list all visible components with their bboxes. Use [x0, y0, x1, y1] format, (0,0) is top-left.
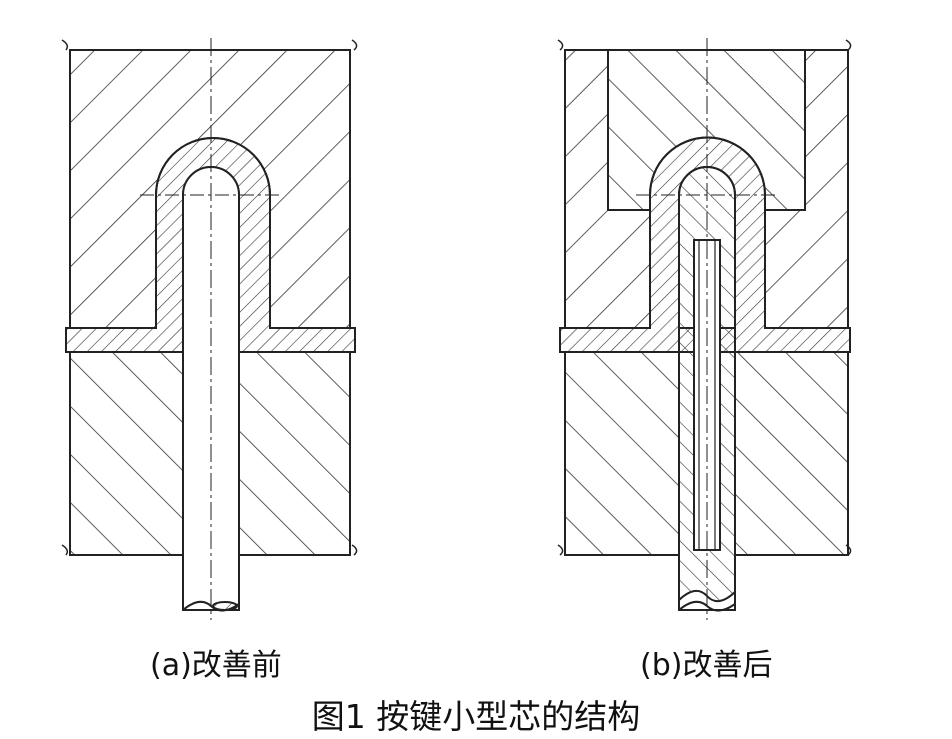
caption-a: (a)改善前 — [150, 648, 282, 683]
caption-b: (b)改善后 — [640, 648, 773, 683]
figure-b — [557, 38, 852, 620]
break-lines-a — [61, 39, 358, 556]
break-lines-b — [557, 39, 852, 556]
figure-a — [61, 38, 358, 620]
figure-title: 图1 按键小型芯的结构 — [311, 697, 641, 736]
